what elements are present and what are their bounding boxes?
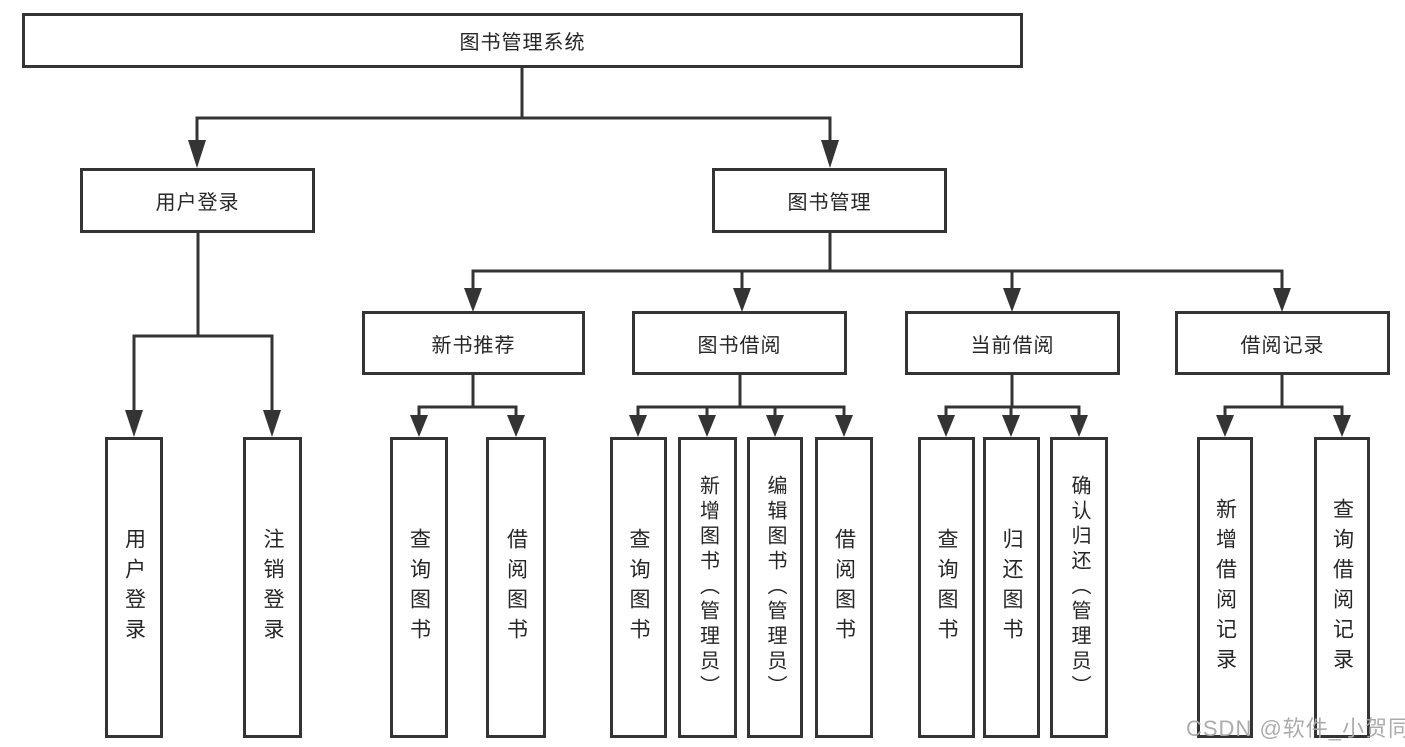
arrowhead bbox=[1003, 288, 1021, 312]
arrowhead bbox=[733, 288, 751, 312]
arrowhead bbox=[1273, 288, 1291, 312]
arrowhead bbox=[125, 410, 143, 437]
connector-br-children bbox=[1223, 373, 1344, 419]
node-label: 用户登录 bbox=[155, 192, 240, 214]
leaf-user-login: 用户登录 bbox=[105, 437, 163, 738]
leaf-label: 确认归还（管理员） bbox=[1068, 475, 1090, 700]
arrowhead bbox=[835, 415, 853, 437]
node-label: 图书管理 bbox=[787, 192, 872, 214]
arrowhead bbox=[821, 140, 839, 168]
node-label: 图书借阅 bbox=[697, 334, 782, 357]
leaf-logout: 注销登录 bbox=[243, 437, 302, 738]
connector-cb-children bbox=[944, 373, 1081, 419]
csdn-watermark: CSDN @软件_小贺同学 bbox=[1186, 716, 1405, 741]
leaf-query-borrow-record: 查询借阅记录 bbox=[1314, 437, 1370, 738]
connector-root-to-level2 bbox=[195, 66, 832, 144]
connector-strokes bbox=[132, 66, 1344, 419]
leaf-label: 新增借阅记录 bbox=[1213, 497, 1237, 678]
node-root-system: 图书管理系统 bbox=[22, 13, 1023, 68]
leaf-edit-books-admin: 编辑图书（管理员） bbox=[747, 437, 803, 738]
arrowhead bbox=[1333, 415, 1351, 437]
leaf-add-borrow-record: 新增借阅记录 bbox=[1197, 437, 1253, 738]
node-new-book-recommend: 新书推荐 bbox=[362, 311, 585, 375]
leaf-label: 借阅图书 bbox=[832, 527, 856, 648]
arrowhead bbox=[188, 140, 206, 168]
arrowhead bbox=[464, 288, 482, 312]
arrowhead bbox=[1070, 415, 1088, 437]
leaf-query-books: 查询图书 bbox=[918, 437, 975, 738]
leaf-label: 注销登录 bbox=[261, 527, 284, 648]
node-borrow-records: 借阅记录 bbox=[1175, 311, 1390, 375]
node-label: 新书推荐 bbox=[431, 334, 516, 357]
leaf-label: 查询借阅记录 bbox=[1330, 497, 1354, 678]
leaf-label: 归还图书 bbox=[1000, 527, 1023, 648]
arrowhead bbox=[1216, 415, 1234, 437]
arrowhead bbox=[1002, 415, 1020, 437]
arrowhead bbox=[698, 415, 716, 437]
arrowhead bbox=[766, 415, 784, 437]
leaf-label: 查询图书 bbox=[407, 527, 431, 648]
leaf-label: 用户登录 bbox=[122, 527, 146, 648]
arrowhead bbox=[937, 415, 955, 437]
arrowhead bbox=[410, 415, 428, 437]
leaf-label: 编辑图书（管理员） bbox=[764, 475, 786, 700]
leaf-confirm-return-admin: 确认归还（管理员） bbox=[1050, 437, 1108, 738]
leaf-label: 新增图书（管理员） bbox=[696, 475, 719, 700]
leaf-label: 查询图书 bbox=[935, 527, 958, 648]
node-label: 当前借阅 bbox=[970, 334, 1055, 357]
node-book-management: 图书管理 bbox=[712, 168, 947, 233]
leaf-query-books: 查询图书 bbox=[390, 437, 448, 738]
connector-nbr-children bbox=[417, 373, 518, 419]
leaf-borrow-books: 借阅图书 bbox=[486, 437, 546, 738]
node-current-borrow: 当前借阅 bbox=[905, 311, 1120, 375]
arrowhead bbox=[507, 415, 525, 437]
connector-user-login-children bbox=[132, 231, 274, 414]
connector-bb-children bbox=[636, 373, 846, 419]
leaf-add-books-admin: 新增图书（管理员） bbox=[678, 437, 737, 738]
arrowheads bbox=[125, 140, 1351, 437]
leaf-query-books: 查询图书 bbox=[610, 437, 667, 738]
node-book-borrow: 图书借阅 bbox=[632, 311, 847, 375]
arrowhead bbox=[263, 410, 281, 437]
leaf-return-books: 归还图书 bbox=[983, 437, 1040, 738]
node-user-login: 用户登录 bbox=[80, 168, 315, 233]
leaf-label: 查询图书 bbox=[627, 527, 650, 648]
leaf-borrow-books: 借阅图书 bbox=[815, 437, 873, 738]
node-label: 图书管理系统 bbox=[459, 32, 586, 54]
arrowhead bbox=[629, 415, 647, 437]
leaf-label: 借阅图书 bbox=[504, 527, 528, 648]
connector-book-mgmt-children bbox=[471, 231, 1284, 292]
node-label: 借阅记录 bbox=[1240, 334, 1325, 357]
